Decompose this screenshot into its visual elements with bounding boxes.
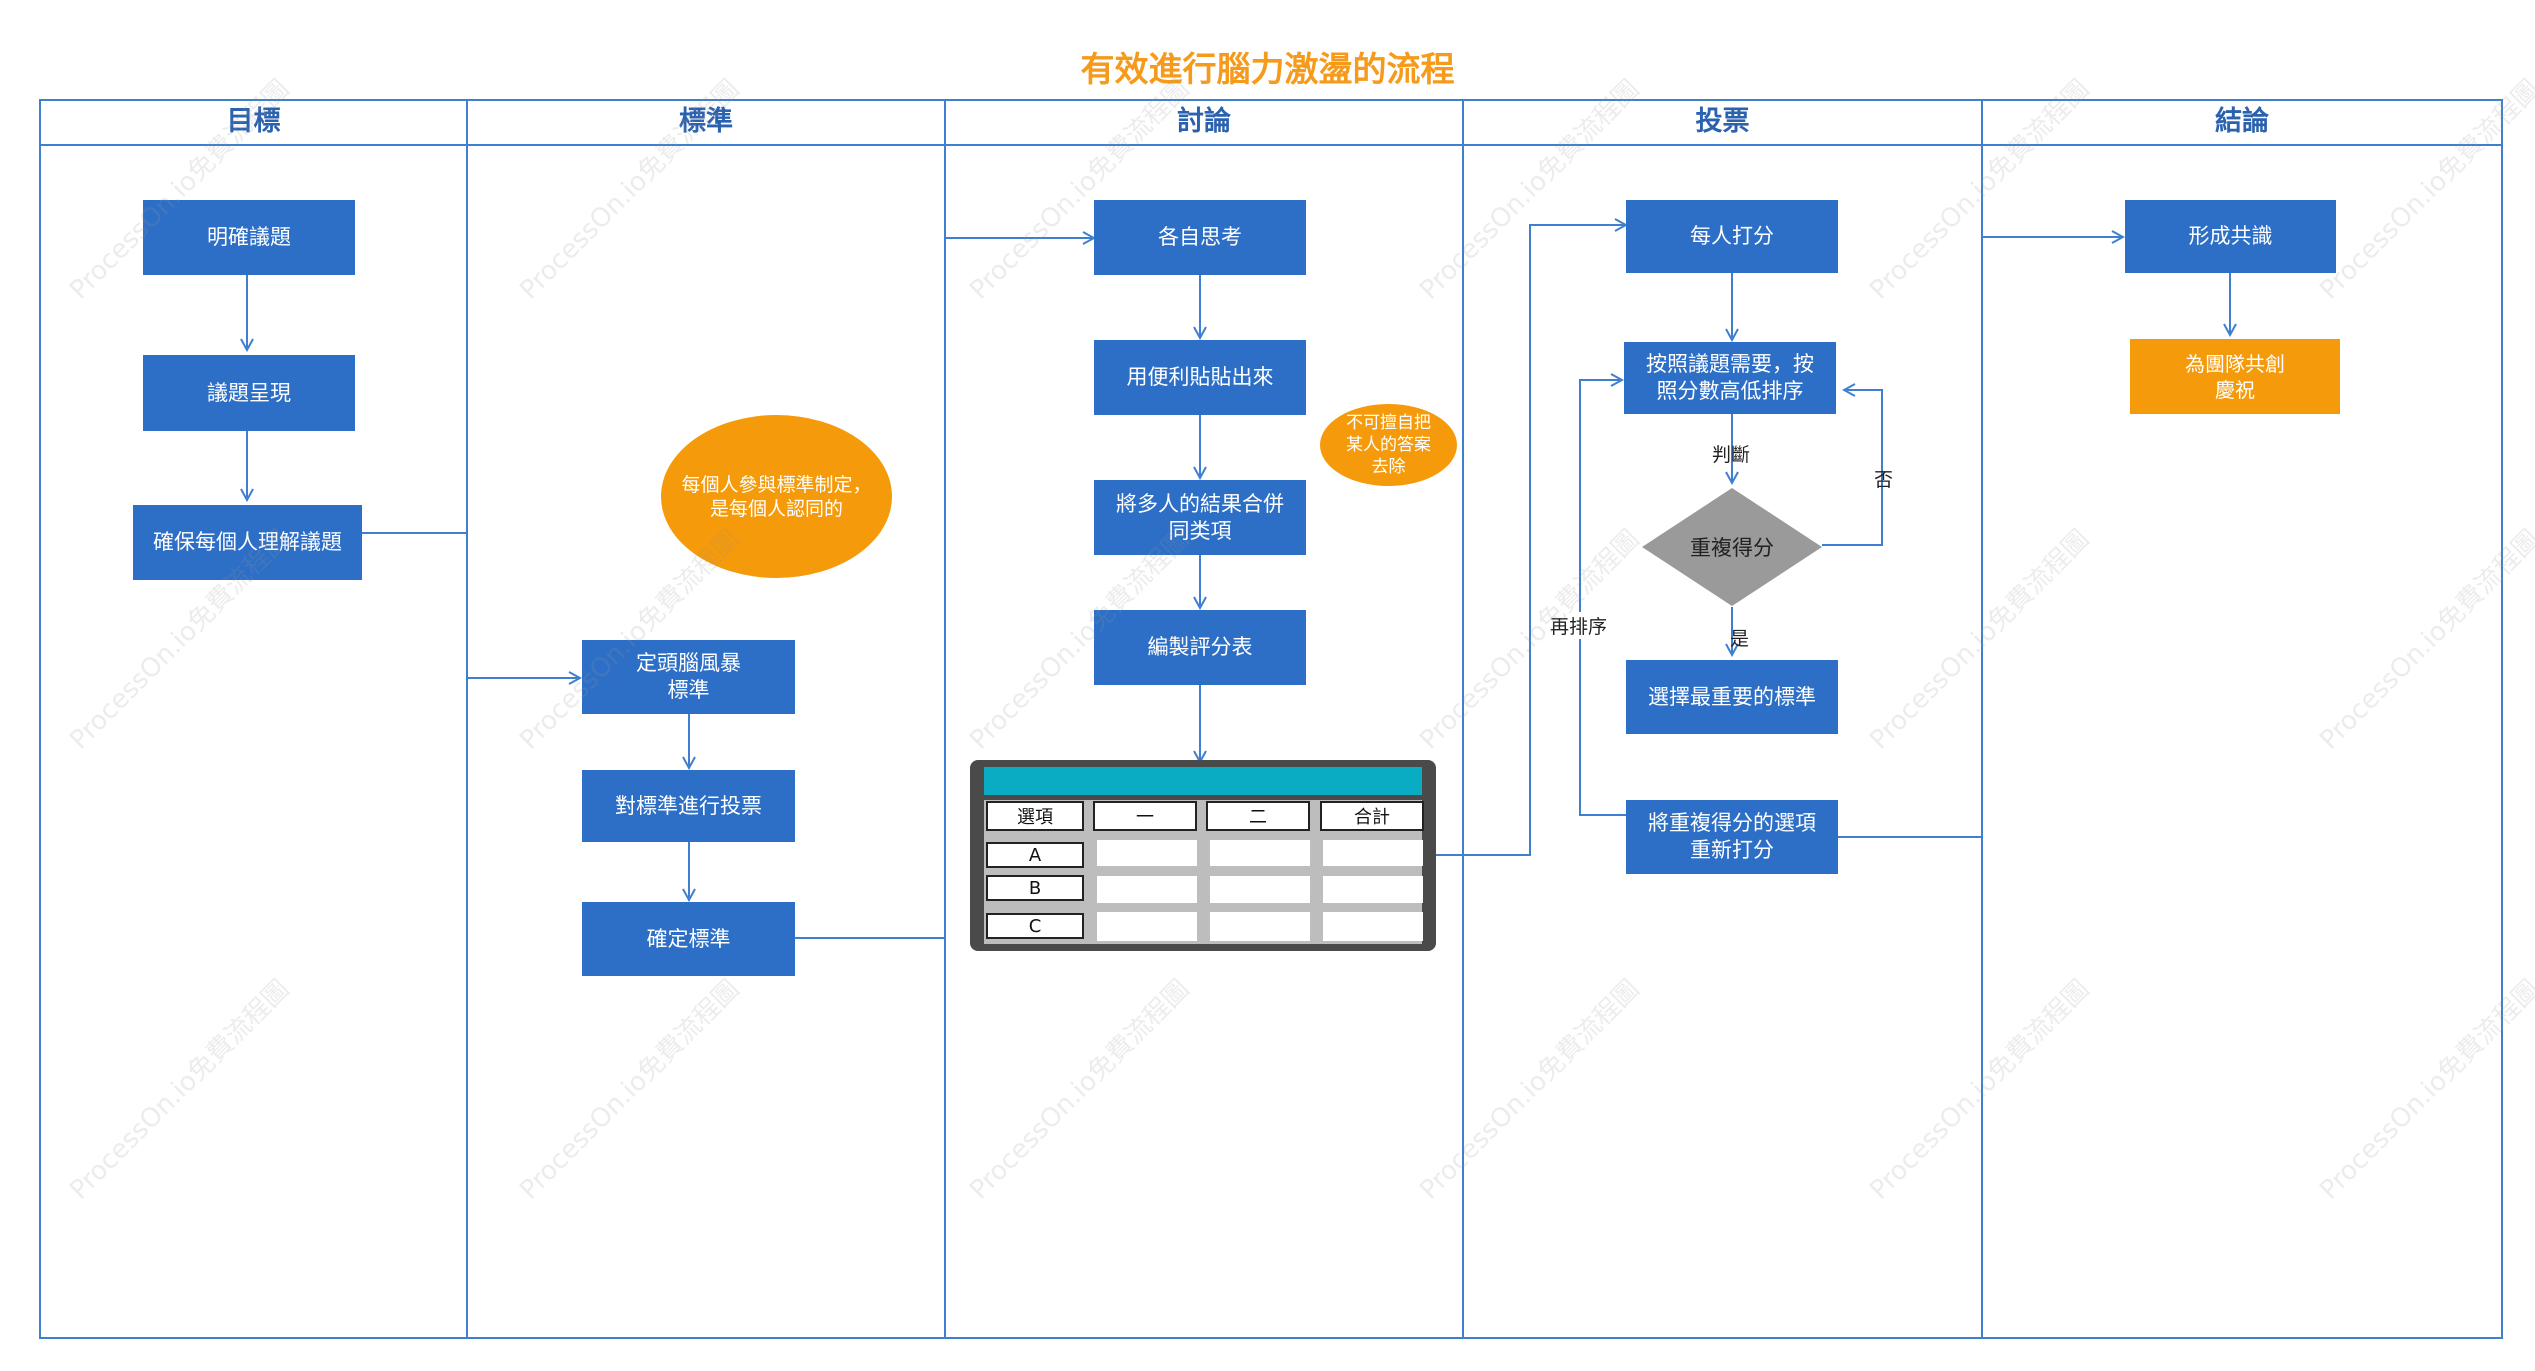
node-celebrate-team[interactable]: 為團隊共創 慶祝 bbox=[2130, 339, 2340, 414]
swimlane-frame bbox=[39, 99, 2503, 1339]
note-do-not-remove: 不可擅自把 某人的答案 去除 bbox=[1320, 404, 1457, 486]
table-row-label: C bbox=[986, 913, 1084, 939]
score-table-header-bar bbox=[984, 767, 1422, 795]
label-no: 否 bbox=[1874, 469, 1894, 491]
table-cell bbox=[1097, 876, 1197, 903]
node-present-topic[interactable]: 議題呈現 bbox=[143, 355, 355, 431]
lane-header-conclusion: 結論 bbox=[2215, 106, 2269, 137]
node-select-most-important[interactable]: 選擇最重要的標準 bbox=[1626, 660, 1838, 734]
node-reach-consensus[interactable]: 形成共識 bbox=[2125, 200, 2336, 273]
edge-decision-no bbox=[1822, 390, 1883, 546]
lane-header-vote: 投票 bbox=[1695, 106, 1750, 137]
decision-repeated-score[interactable]: 重複得分 bbox=[1690, 536, 1774, 560]
node-clarify-topic[interactable]: 明確議題 bbox=[143, 200, 355, 275]
node-vote-on-standard[interactable]: 對標準進行投票 bbox=[582, 770, 795, 842]
table-cell bbox=[1323, 912, 1423, 941]
lane-header-standard: 標準 bbox=[679, 106, 733, 137]
table-cell bbox=[1323, 840, 1423, 866]
decision-diamond bbox=[1642, 488, 1822, 606]
edge-vote4-concl1 bbox=[1838, 237, 2123, 838]
table-header-option: 選項 bbox=[986, 801, 1084, 831]
node-build-score-table[interactable]: 編製評分表 bbox=[1094, 610, 1306, 685]
node-set-brainstorm-standard[interactable]: 定頭腦風暴 標準 bbox=[582, 640, 795, 714]
node-think-individually[interactable]: 各自思考 bbox=[1094, 200, 1306, 275]
edge-vote4-resort bbox=[1579, 380, 1626, 816]
table-cell bbox=[1097, 912, 1197, 941]
table-cell bbox=[1210, 912, 1310, 941]
edge-goal3-std1 bbox=[362, 532, 580, 678]
edge-table-vote1 bbox=[1435, 225, 1626, 856]
table-header-total: 合計 bbox=[1320, 801, 1424, 831]
label-yes: 是 bbox=[1730, 628, 1750, 650]
note-standard-participation: 每個人參與標準制定， 是每個人認同的 bbox=[661, 415, 892, 578]
node-confirm-standard[interactable]: 確定標準 bbox=[582, 902, 795, 976]
lane-header-discussion: 討論 bbox=[1177, 106, 1231, 137]
lane-header-goal: 目標 bbox=[226, 106, 281, 137]
table-cell bbox=[1323, 876, 1423, 903]
node-ensure-understanding[interactable]: 確保每個人理解議題 bbox=[133, 505, 362, 580]
table-row-label: B bbox=[986, 875, 1084, 901]
node-rescore-duplicates[interactable]: 將重複得分的選項 重新打分 bbox=[1626, 800, 1838, 874]
label-judge: 判斷 bbox=[1712, 444, 1751, 466]
table-cell bbox=[1210, 840, 1310, 866]
table-cell bbox=[1210, 876, 1310, 903]
table-header-two: 二 bbox=[1206, 801, 1310, 831]
node-everyone-scores[interactable]: 每人打分 bbox=[1626, 200, 1838, 273]
node-sort-by-score[interactable]: 按照議題需要，按 照分數高低排序 bbox=[1624, 342, 1836, 414]
edge-std3-disc1 bbox=[795, 238, 1094, 939]
node-merge-results[interactable]: 將多人的結果合併 同类項 bbox=[1094, 480, 1306, 555]
label-resort: 再排序 bbox=[1550, 612, 1608, 639]
table-header-one: 一 bbox=[1093, 801, 1197, 831]
table-row-label: A bbox=[986, 842, 1084, 868]
node-post-sticky-notes[interactable]: 用便利貼貼出來 bbox=[1094, 340, 1306, 415]
table-cell bbox=[1097, 840, 1197, 866]
diagram-title: 有效進行腦力激盪的流程 bbox=[1080, 50, 1455, 90]
